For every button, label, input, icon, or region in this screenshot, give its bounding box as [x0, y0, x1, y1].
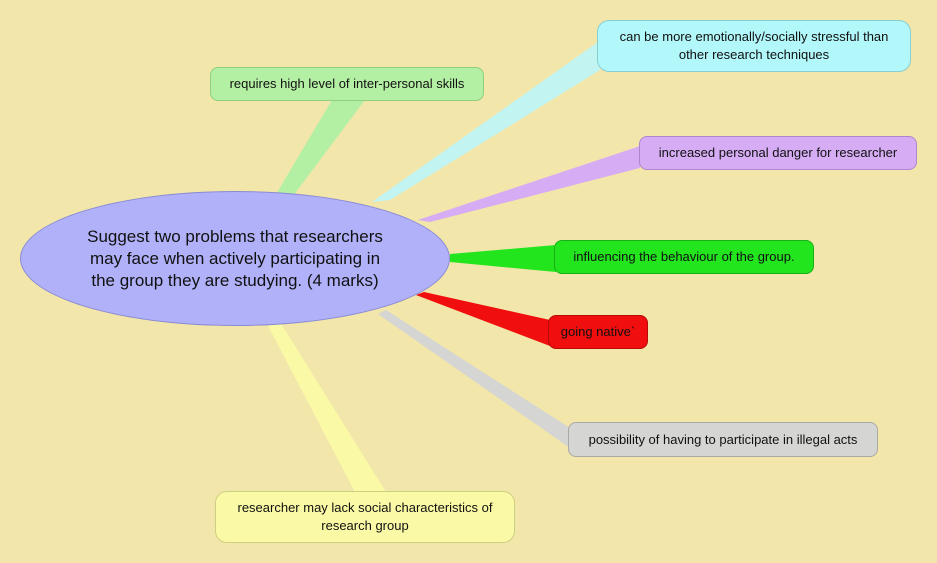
- topic-node-illegal-acts[interactable]: possibility of having to participate in …: [568, 422, 878, 457]
- topic-node-influencing-behaviour[interactable]: influencing the behaviour of the group.: [554, 240, 814, 274]
- topic-node-social-characteristics[interactable]: researcher may lack social characteristi…: [215, 491, 515, 543]
- connector-wedge-3: [418, 146, 640, 222]
- connector-wedge-2: [372, 42, 600, 202]
- topic-node-interpersonal-skills[interactable]: requires high level of inter-personal sk…: [210, 67, 484, 101]
- connector-wedge-1: [275, 100, 365, 196]
- topic-node-going-native[interactable]: going native`: [548, 315, 648, 349]
- connector-wedge-4: [450, 245, 556, 272]
- topic-node-text: researcher may lack social characteristi…: [237, 500, 493, 533]
- topic-node-text: can be more emotionally/socially stressf…: [619, 29, 889, 62]
- topic-node-personal-danger[interactable]: increased personal danger for researcher: [639, 136, 917, 170]
- topic-node-text: requires high level of inter-personal sk…: [229, 76, 465, 91]
- connector-wedge-6: [378, 310, 570, 448]
- topic-node-text: possibility of having to participate in …: [588, 431, 858, 447]
- connector-wedge-7: [266, 322, 386, 492]
- topic-node-text: influencing the behaviour of the group.: [573, 249, 795, 264]
- central-question-text: Suggest two problems that researchers ma…: [87, 226, 383, 290]
- connector-wedge-5: [416, 292, 550, 346]
- topic-node-text: going native`: [560, 324, 636, 339]
- central-question-node[interactable]: Suggest two problems that researchers ma…: [20, 191, 450, 326]
- topic-node-emotional-stress[interactable]: can be more emotionally/socially stressf…: [597, 20, 911, 72]
- topic-node-text: increased personal danger for researcher: [658, 145, 898, 160]
